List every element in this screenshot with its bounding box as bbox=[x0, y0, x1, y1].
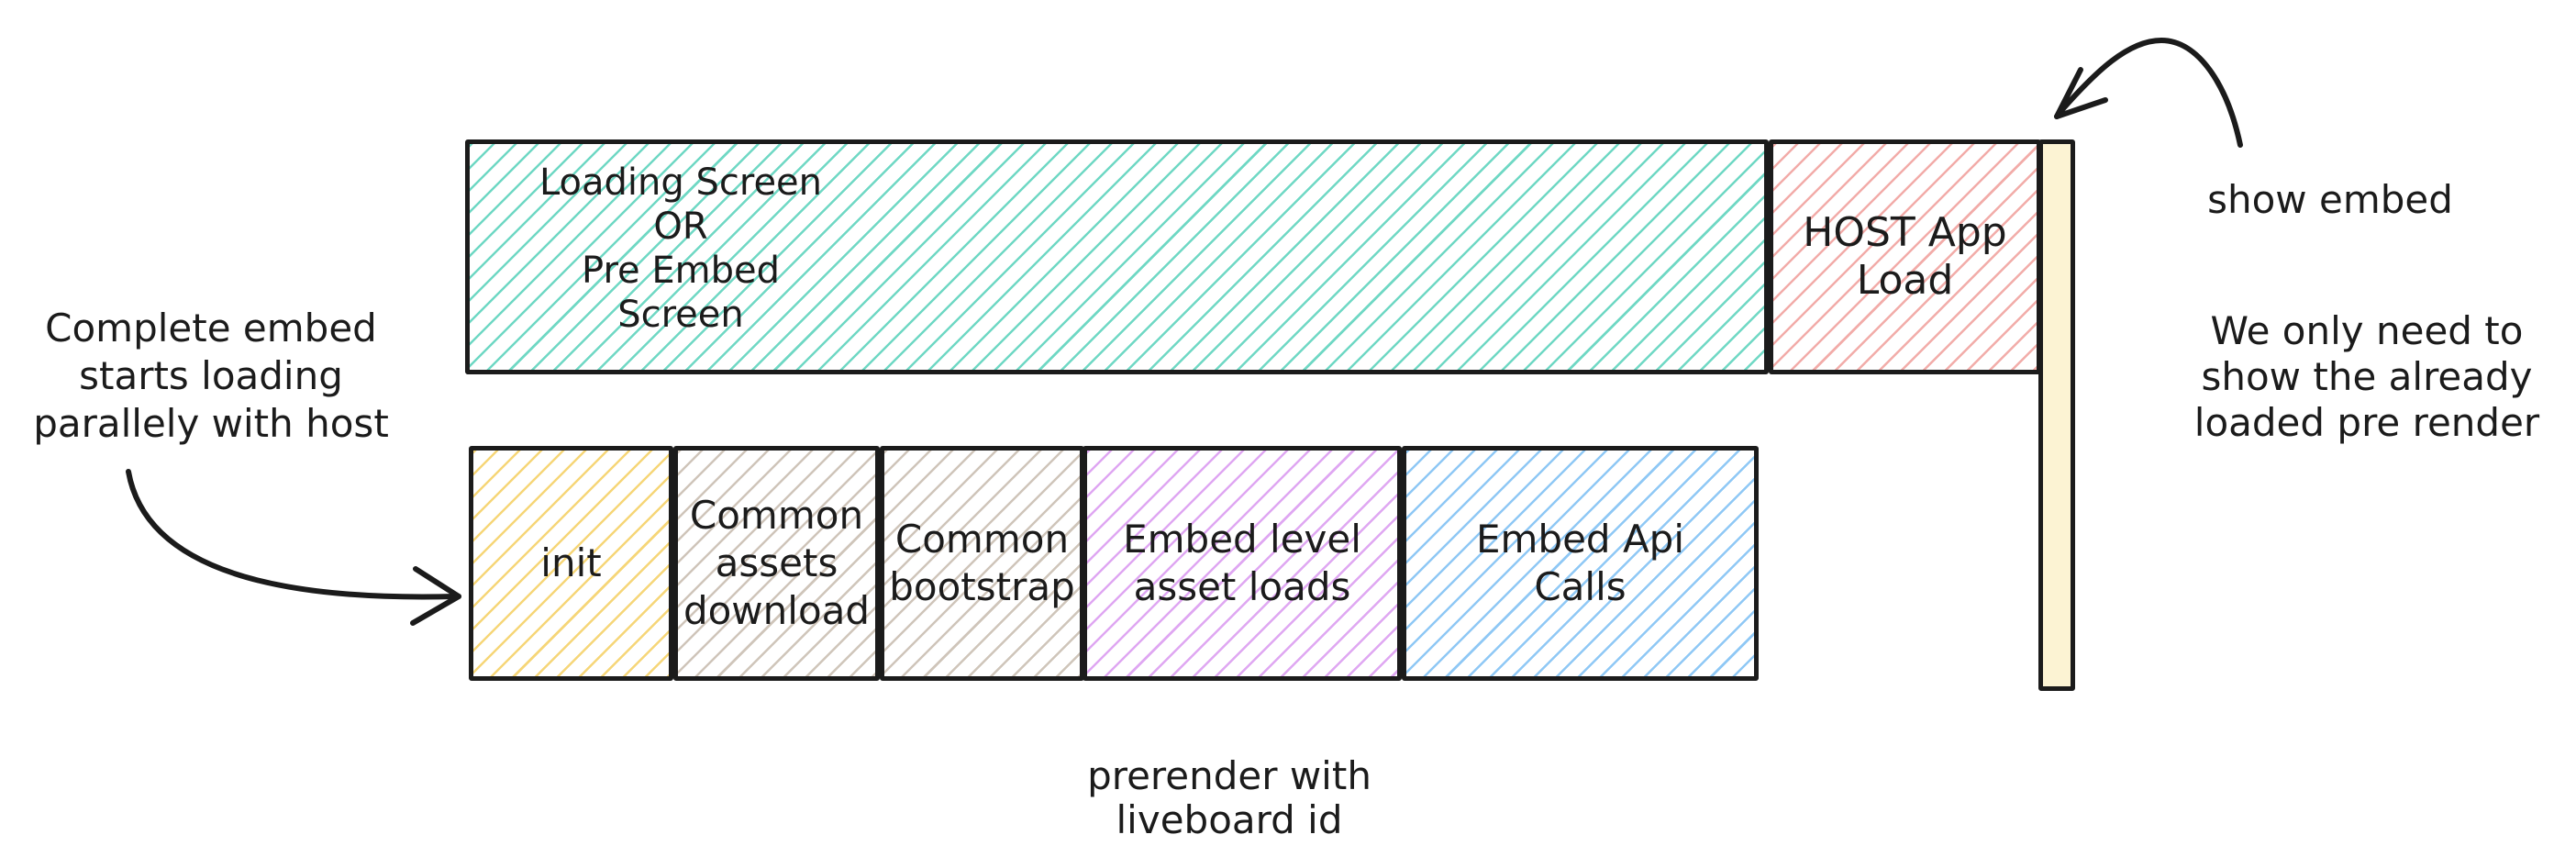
label-line: Screen bbox=[617, 294, 744, 336]
box-loading-screen-label: Loading Screen OR Pre Embed Screen bbox=[497, 161, 864, 337]
label-line: bootstrap bbox=[889, 564, 1075, 609]
box-common-bootstrap: Common bootstrap bbox=[880, 446, 1084, 681]
box-embed-api-calls-label: Embed Api Calls bbox=[1476, 516, 1684, 611]
label-line: init bbox=[540, 540, 602, 585]
box-loading-screen: Loading Screen OR Pre Embed Screen bbox=[465, 139, 1769, 374]
label-line: Loading Screen bbox=[539, 161, 823, 204]
arrow-show-embed-to-prerender-bar bbox=[2054, 38, 2243, 148]
prerender-bar bbox=[2038, 139, 2075, 691]
box-embed-api-calls: Embed Api Calls bbox=[1402, 446, 1759, 681]
note-prerender-liveboard: prerender with liveboard id bbox=[1073, 754, 1385, 842]
box-host-app-load: HOST App Load bbox=[1769, 139, 2041, 374]
box-init-label: init bbox=[540, 540, 601, 587]
box-host-app-load-label: HOST App Load bbox=[1803, 209, 2006, 305]
box-init: init bbox=[469, 446, 673, 681]
box-common-assets-download: Common assets download bbox=[673, 446, 880, 681]
box-embed-level-asset-loads-label: Embed level asset loads bbox=[1123, 516, 1361, 611]
note-line: parallely with host bbox=[33, 401, 389, 446]
label-line: assets bbox=[715, 540, 838, 585]
label-line: Load bbox=[1856, 257, 1954, 304]
box-common-bootstrap-label: Common bootstrap bbox=[889, 516, 1075, 611]
note-line: show the already bbox=[2201, 354, 2533, 399]
note-line: Complete embed bbox=[45, 306, 377, 351]
note-show-embed: show embed bbox=[2202, 176, 2459, 224]
note-complete-embed: Complete embed starts loading parallely … bbox=[9, 305, 413, 448]
note-line: We only need to bbox=[2210, 308, 2524, 353]
note-line: liveboard id bbox=[1116, 797, 1343, 842]
note-only-show-prerender: We only need to show the already loaded … bbox=[2193, 308, 2541, 446]
label-line: HOST App bbox=[1803, 209, 2007, 256]
label-line: Calls bbox=[1534, 564, 1627, 609]
arrow-complete-embed-to-init bbox=[126, 469, 461, 626]
label-line: Pre Embed bbox=[582, 250, 780, 292]
label-line: download bbox=[683, 588, 871, 633]
label-line: Embed level bbox=[1123, 517, 1361, 562]
box-common-assets-download-label: Common assets download bbox=[683, 492, 870, 635]
label-line: asset loads bbox=[1133, 564, 1351, 609]
label-line: Common bbox=[689, 493, 864, 538]
label-line: Common bbox=[894, 517, 1070, 562]
box-embed-level-asset-loads: Embed level asset loads bbox=[1083, 446, 1402, 681]
note-line: loaded pre render bbox=[2193, 400, 2540, 445]
note-line: starts loading bbox=[79, 353, 343, 398]
note-line: prerender with bbox=[1087, 753, 1371, 798]
label-line: Embed Api bbox=[1475, 517, 1685, 562]
label-line: OR bbox=[653, 206, 708, 248]
note-line: show embed bbox=[2207, 177, 2453, 222]
